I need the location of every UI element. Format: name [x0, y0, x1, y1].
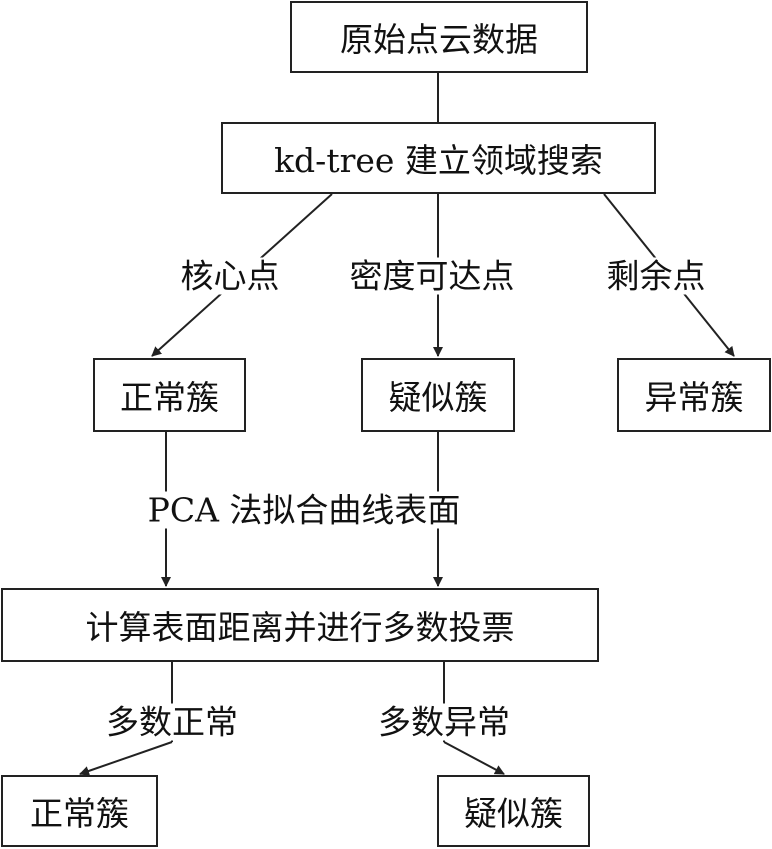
- final-suspect-cluster-label: 疑似簇: [464, 794, 563, 833]
- edge-label-pca: PCA 法拟合曲线表面: [143, 491, 465, 529]
- vote-box: 计算表面距离并进行多数投票: [1, 588, 599, 662]
- normal-cluster-box: 正常簇: [93, 358, 246, 432]
- vote-label: 计算表面距离并进行多数投票: [85, 608, 515, 647]
- final-normal-cluster-label: 正常簇: [30, 794, 129, 833]
- suspect-cluster-label: 疑似簇: [388, 378, 488, 417]
- edge-label-majority-abnormal: 多数异常: [374, 703, 514, 741]
- kdtree-search-label: kd-tree 建立领域搜索: [274, 141, 603, 180]
- edge-label-core-point: 核心点: [176, 257, 284, 295]
- kdtree-search-box: kd-tree 建立领域搜索: [221, 122, 656, 194]
- suspect-cluster-box: 疑似簇: [361, 358, 515, 432]
- edge-label-density-reachable: 密度可达点: [345, 257, 519, 295]
- abnormal-cluster-box: 异常簇: [617, 358, 771, 432]
- raw-point-cloud-label: 原始点云数据: [340, 20, 538, 59]
- final-normal-cluster-box: 正常簇: [1, 775, 158, 847]
- normal-cluster-label: 正常簇: [120, 378, 219, 417]
- edge-label-majority-normal: 多数正常: [102, 703, 242, 741]
- raw-point-cloud-box: 原始点云数据: [290, 1, 588, 73]
- abnormal-cluster-label: 异常簇: [644, 378, 744, 417]
- edge-label-remaining: 剩余点: [602, 257, 710, 295]
- final-suspect-cluster-box: 疑似簇: [437, 775, 590, 847]
